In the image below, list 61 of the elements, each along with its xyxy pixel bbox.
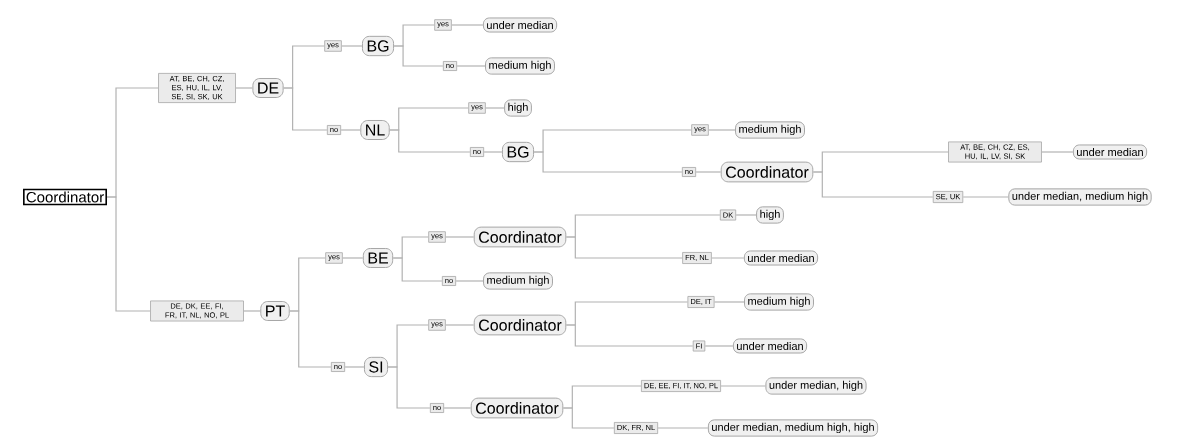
connector-line	[389, 129, 471, 153]
leaf-node: under median	[1072, 144, 1148, 160]
connector-line	[456, 65, 486, 67]
connector-line	[657, 427, 709, 429]
decision-node: Coordinator	[473, 314, 567, 336]
decision-node: BE	[362, 248, 394, 268]
connector-line	[695, 171, 722, 173]
connector-line	[455, 280, 484, 282]
connector-line	[340, 129, 361, 131]
connector-line	[344, 366, 365, 368]
decision-node: Coordinator	[473, 226, 567, 248]
connector-line	[387, 366, 431, 409]
leaf-node: under median, high	[765, 377, 867, 395]
connector-line	[283, 87, 328, 131]
connector-line	[445, 236, 475, 238]
leaf-node: medium high	[735, 121, 805, 139]
leaf-node: high	[504, 99, 532, 117]
connector-line	[962, 196, 1009, 198]
connector-line	[720, 385, 766, 387]
connector-line	[289, 310, 332, 368]
root-node-box: Coordinator	[23, 188, 107, 206]
leaf-node: under median, medium high	[1008, 188, 1152, 206]
connector-line	[711, 257, 745, 259]
leaf-node: under median, medium high, high	[707, 419, 879, 437]
connector-line	[533, 151, 683, 173]
leaf-node: medium high	[485, 57, 555, 75]
leaf-node: under median	[743, 250, 819, 266]
leaf-node: under median	[482, 17, 558, 33]
connector-line	[565, 324, 694, 347]
connector-line	[451, 24, 484, 26]
connector-line	[704, 345, 734, 347]
connector-line	[392, 257, 443, 282]
decision-node: BG	[361, 35, 395, 57]
connector-line	[445, 324, 475, 326]
connector-line	[565, 236, 683, 259]
leaf-node: medium high	[483, 272, 553, 290]
connector-line	[342, 257, 364, 259]
connector-line	[562, 407, 615, 429]
connector-line	[483, 151, 503, 153]
decision-node: PT	[260, 301, 290, 321]
connector-line	[713, 301, 745, 303]
leaf-node: medium high	[744, 293, 814, 311]
decision-node: DE	[252, 78, 284, 98]
connector-line	[812, 171, 934, 198]
connector-line	[443, 407, 472, 409]
connector-line	[708, 129, 736, 131]
connector-line	[485, 107, 505, 109]
decision-node: Coordinator	[470, 397, 564, 419]
leaf-node: under median	[732, 338, 808, 354]
decision-node: NL	[360, 120, 390, 140]
leaf-node: high	[756, 206, 784, 224]
connector-line	[243, 310, 261, 312]
decision-node: Coordinator	[720, 161, 814, 183]
decision-node: SI	[363, 356, 389, 378]
connector-line	[1041, 151, 1074, 153]
connector-line	[393, 45, 444, 67]
decision-node: BG	[501, 141, 535, 163]
connector-line	[341, 45, 363, 47]
connector-line	[106, 196, 151, 312]
connector-line	[735, 214, 757, 216]
connector-line	[235, 87, 253, 89]
